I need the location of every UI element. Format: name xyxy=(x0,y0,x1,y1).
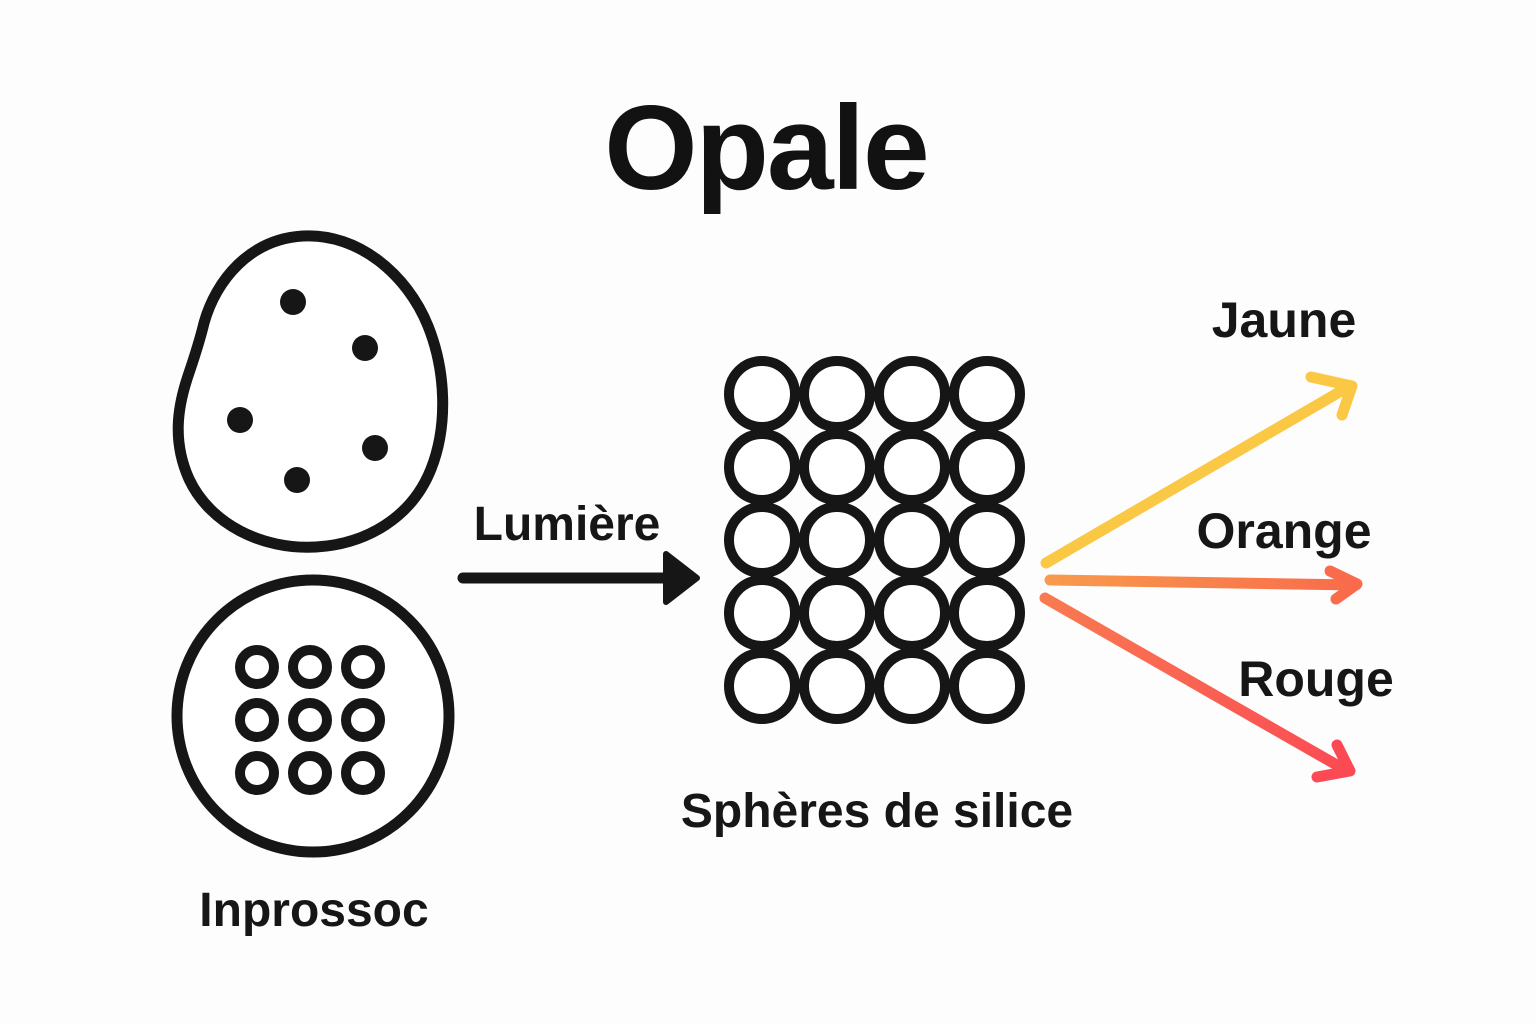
silica-sphere xyxy=(724,356,800,432)
silica-sphere xyxy=(874,356,950,432)
ray-jaune-head xyxy=(1305,371,1358,421)
silica-sphere xyxy=(874,429,950,505)
inclusion-dot xyxy=(362,435,388,461)
ray-label-jaune: Jaune xyxy=(1211,292,1357,348)
inputs-label: Inprossoc xyxy=(199,884,429,937)
ray-label-rouge: Rouge xyxy=(1238,651,1394,707)
light-arrow-head xyxy=(663,551,700,605)
silica-sphere xyxy=(874,648,950,724)
page-title: Opale xyxy=(604,81,929,215)
lattice-label: Sphères de silice xyxy=(680,785,1074,838)
silica-sphere xyxy=(874,575,950,651)
ordered-ring xyxy=(288,645,332,689)
silica-sphere xyxy=(874,502,950,578)
silica-sphere xyxy=(799,648,875,724)
ray-label-orange: Orange xyxy=(1196,503,1372,559)
ray-rouge-head xyxy=(1311,739,1356,783)
ordered-ring xyxy=(341,645,385,689)
inclusion-dot xyxy=(352,335,378,361)
silica-sphere xyxy=(949,429,1025,505)
ordered-ring xyxy=(235,698,279,742)
silica-sphere xyxy=(949,356,1025,432)
inclusion-dot xyxy=(280,289,306,315)
ray-jaune xyxy=(1040,381,1354,569)
ordered-ring xyxy=(341,751,385,795)
silica-sphere xyxy=(799,356,875,432)
silica-sphere-lattice xyxy=(724,356,1025,724)
ordered-ring xyxy=(288,698,332,742)
ray-orange xyxy=(1044,574,1362,591)
silica-sphere xyxy=(799,575,875,651)
ordered-ring xyxy=(288,751,332,795)
silica-sphere xyxy=(724,575,800,651)
light-label: Lumière xyxy=(473,498,661,551)
ordered-ring xyxy=(235,645,279,689)
ray-orange-head xyxy=(1324,565,1363,605)
ordered-ring xyxy=(341,698,385,742)
silica-sphere xyxy=(949,502,1025,578)
diffracted-rays xyxy=(1039,371,1363,783)
silica-sphere xyxy=(799,502,875,578)
silica-sphere xyxy=(949,575,1025,651)
ray-rouge xyxy=(1039,592,1348,774)
amorphous-blob-shape xyxy=(172,230,449,553)
silica-sphere xyxy=(724,648,800,724)
inclusion-dot xyxy=(284,467,310,493)
silica-sphere xyxy=(724,502,800,578)
silica-sphere xyxy=(724,429,800,505)
ordered-ring xyxy=(235,751,279,795)
silica-sphere xyxy=(799,429,875,505)
inclusion-dot xyxy=(227,407,253,433)
silica-sphere xyxy=(949,648,1025,724)
